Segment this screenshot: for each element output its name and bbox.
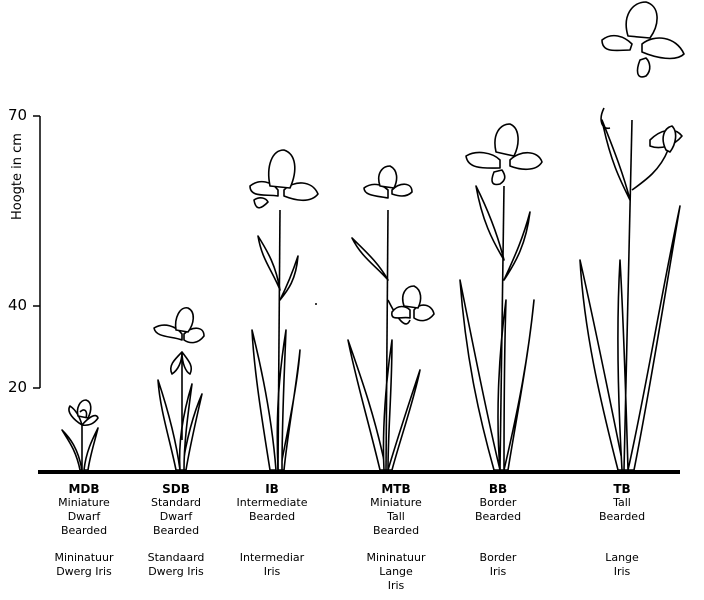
english-name-line: Bearded	[152, 524, 200, 537]
spacer	[572, 524, 672, 551]
dutch-name-line: Border	[479, 551, 517, 564]
english-name-line: Dwarf	[159, 510, 193, 523]
axis-title: Hoogte in cm	[10, 133, 25, 220]
iris-plant-sdb	[153, 307, 205, 471]
dutch-name-line: Standaard	[147, 551, 205, 564]
english-name-line: Tall	[387, 510, 405, 523]
english-name-line: Border	[479, 496, 517, 509]
tick-label-20: 20	[8, 378, 28, 396]
category-code: TB	[613, 482, 631, 496]
dutch-name-line: Mininatuur	[54, 551, 114, 564]
english-name-line: Intermediate	[236, 496, 308, 509]
english-name-line: Bearded	[474, 510, 522, 523]
english-name-line: Standard	[150, 496, 202, 509]
iris-plant-mtb	[347, 165, 435, 471]
english-name-line: Dwarf	[67, 510, 101, 523]
english-name-line: Tall	[613, 496, 631, 509]
english-name-line: Bearded	[248, 510, 296, 523]
tick-label-70: 70	[8, 106, 28, 124]
stray-dot	[315, 303, 317, 305]
dutch-name-line: Dwerg Iris	[56, 565, 112, 578]
english-name-line: Bearded	[372, 524, 420, 537]
category-code: IB	[265, 482, 279, 496]
iris-plant-tb	[579, 1, 685, 471]
dutch-name-line: Lange	[605, 551, 639, 564]
english-name-line: Miniature	[370, 496, 422, 509]
tick-label-40: 40	[8, 296, 28, 314]
category-code: BB	[488, 482, 508, 496]
spacer	[126, 538, 226, 551]
dutch-name-line: Iris	[613, 565, 631, 578]
category-code: MDB	[68, 482, 100, 496]
dutch-name-line: Iris	[387, 579, 405, 592]
dutch-name-line: Iris	[489, 565, 507, 578]
iris-plant-bb	[459, 123, 543, 471]
dutch-name-line: Iris	[263, 565, 281, 578]
spacer	[346, 538, 446, 551]
english-name-line: Bearded	[60, 524, 108, 537]
category-code: SDB	[162, 482, 190, 496]
english-name-line: Miniature	[58, 496, 110, 509]
spacer	[222, 524, 322, 551]
category-code: MTB	[381, 482, 411, 496]
english-name-line: Bearded	[598, 510, 646, 523]
iris-plant-mdb	[61, 399, 99, 471]
iris-plant-ib	[249, 149, 319, 471]
spacer	[34, 538, 134, 551]
dutch-name-line: Intermediar	[239, 551, 305, 564]
dutch-name-line: Dwerg Iris	[148, 565, 204, 578]
spacer	[448, 524, 548, 551]
dutch-name-line: Mininatuur	[366, 551, 426, 564]
dutch-name-line: Lange	[379, 565, 413, 578]
